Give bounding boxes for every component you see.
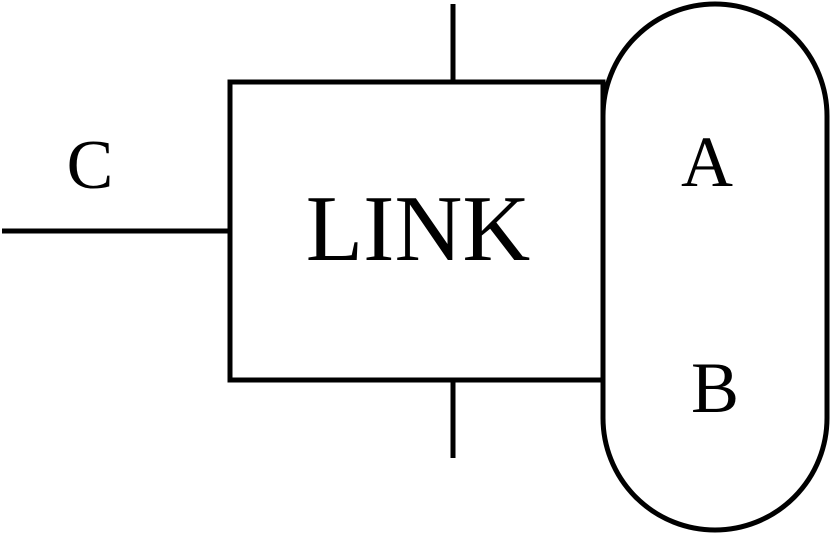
- port-capsule: [600, 1, 830, 533]
- port-b-label: B: [691, 348, 739, 428]
- link-box-label: LINK: [306, 177, 531, 281]
- port-a-label: A: [681, 122, 733, 202]
- port-c-label: C: [67, 127, 114, 204]
